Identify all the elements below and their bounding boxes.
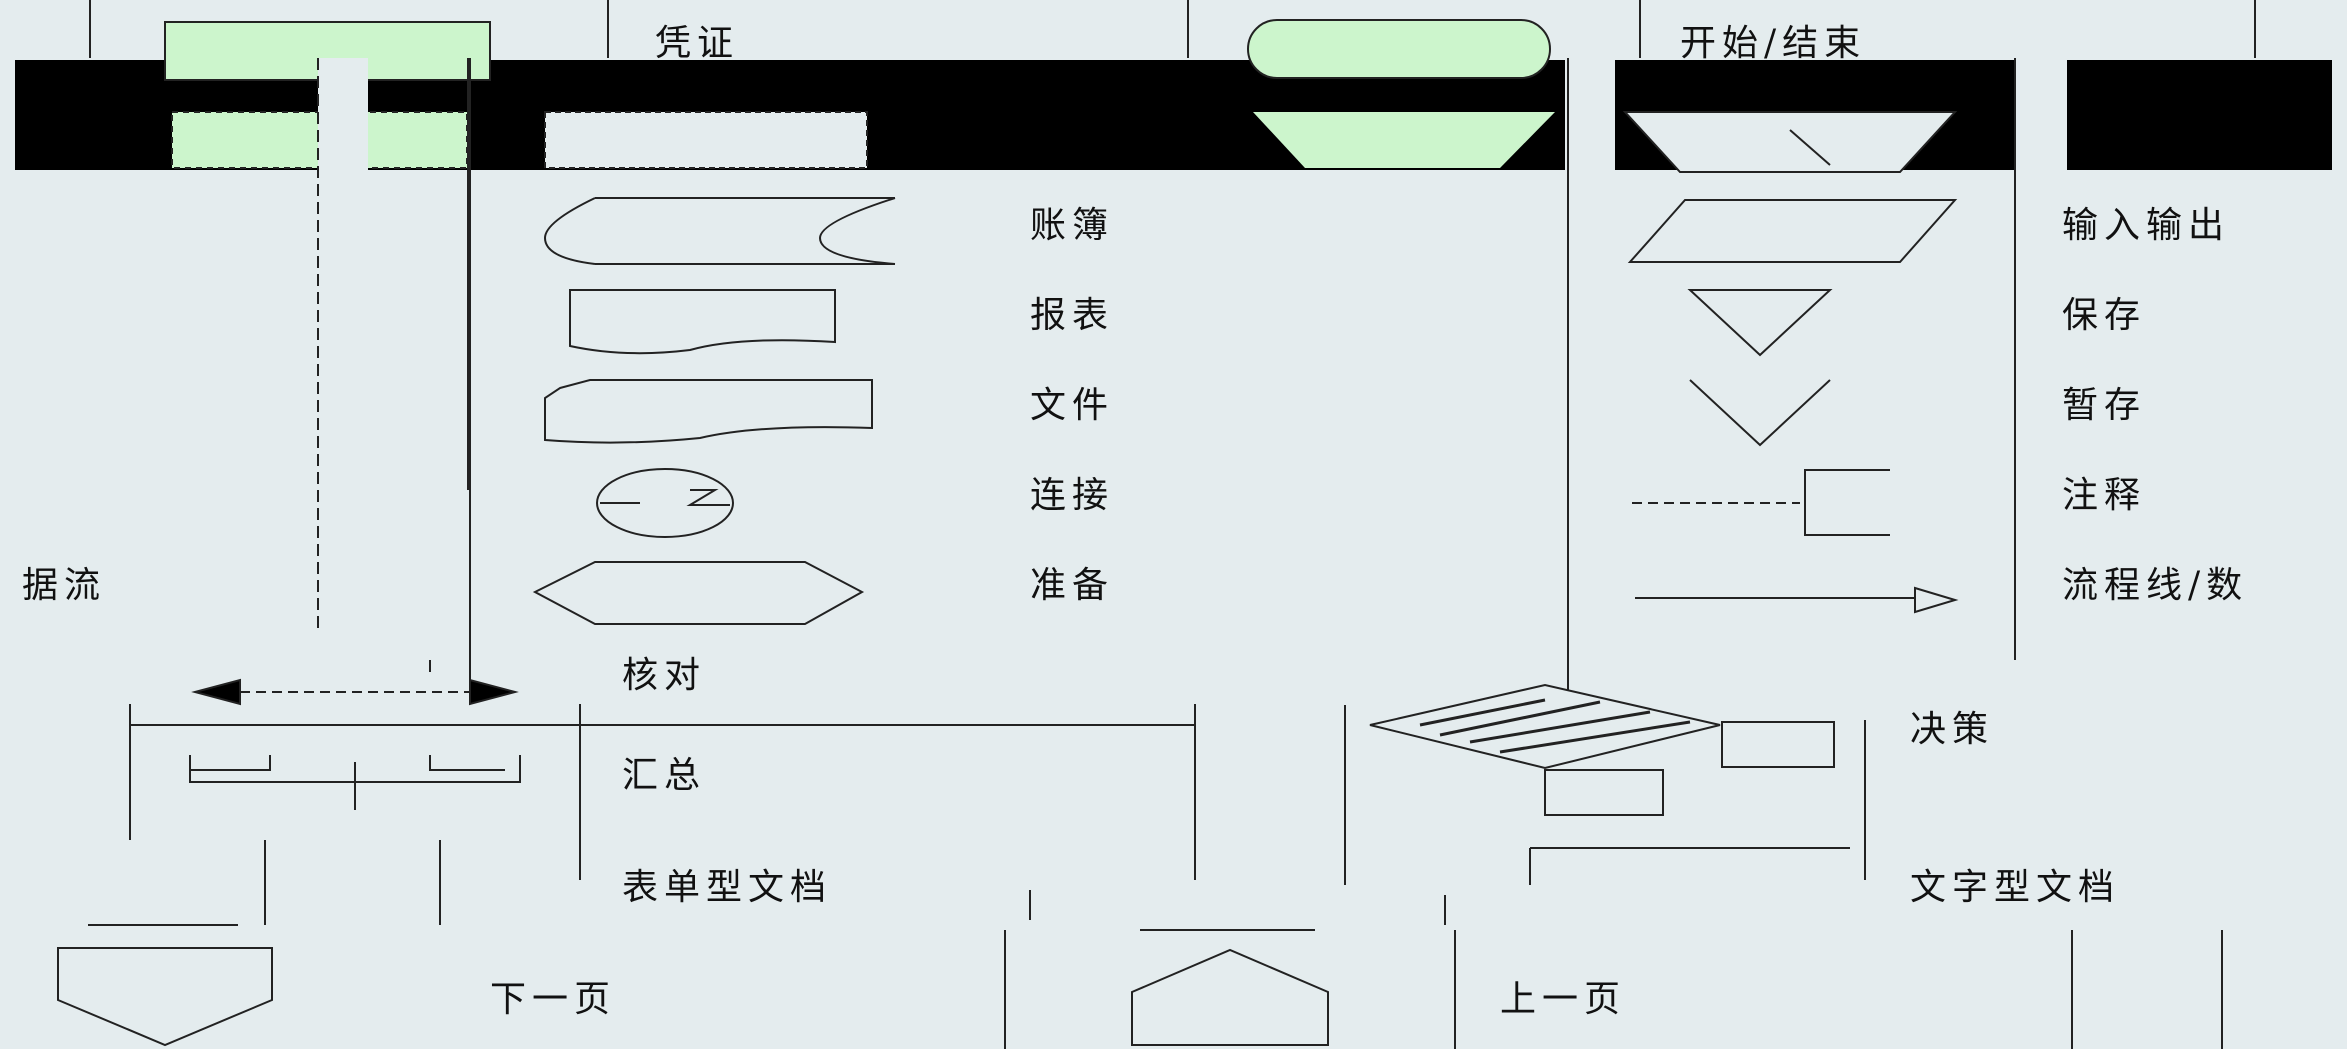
label-comment: 注释 [2062,475,2147,516]
bottom-row-frame [88,840,1315,1049]
comment-symbol [1632,469,1890,536]
label-next-page: 下一页 [490,979,617,1020]
label-save: 保存 [2062,295,2147,336]
io-symbol [1627,199,1958,263]
label-prev-page: 上一页 [1500,979,1627,1020]
summary-symbol [189,755,521,810]
label-voucher: 凭证 [655,23,740,64]
top-row-frame [89,0,2256,58]
label-check: 核对 [622,655,707,696]
file-symbol [544,379,873,444]
next-page-symbol [57,947,273,1047]
prev-page-symbol [1131,948,1329,1046]
label-form-doc: 表单型文档 [622,867,833,908]
label-flowline: 流程线/数 [2062,565,2249,606]
temp-store-symbol [1689,379,1831,447]
report-symbol [569,289,836,355]
connector-symbol [596,468,734,538]
label-text-doc: 文字型文档 [1910,867,2121,908]
process-symbol [544,111,868,169]
label-file: 文件 [1030,385,1115,426]
label-decision: 决策 [1910,709,1995,750]
label-ledger: 账簿 [1030,205,1115,246]
start-end-symbol [1247,19,1555,168]
ledger-symbol [543,197,896,265]
check-symbol [191,660,519,706]
label-temp-store: 暂存 [2062,385,2147,426]
voucher-symbol [164,21,491,700]
label-start-end: 开始/结束 [1680,23,1867,64]
manual-operation-symbol [1622,111,1958,173]
save-symbol [1687,289,1833,357]
label-data-flow-left: 据流 [22,565,107,606]
decision-symbol [1344,683,1866,885]
label-prepare: 准备 [1030,565,1115,606]
label-connector: 连接 [1030,475,1115,516]
lower-right-frame [1444,847,2223,1049]
label-io: 输入输出 [2062,205,2231,246]
prepare-symbol [532,561,865,625]
label-report: 报表 [1030,295,1115,336]
label-summary: 汇总 [622,755,707,796]
flowline-symbol [1635,586,1959,614]
lower-table-frame [129,704,1196,880]
grid-divider [467,58,2016,690]
